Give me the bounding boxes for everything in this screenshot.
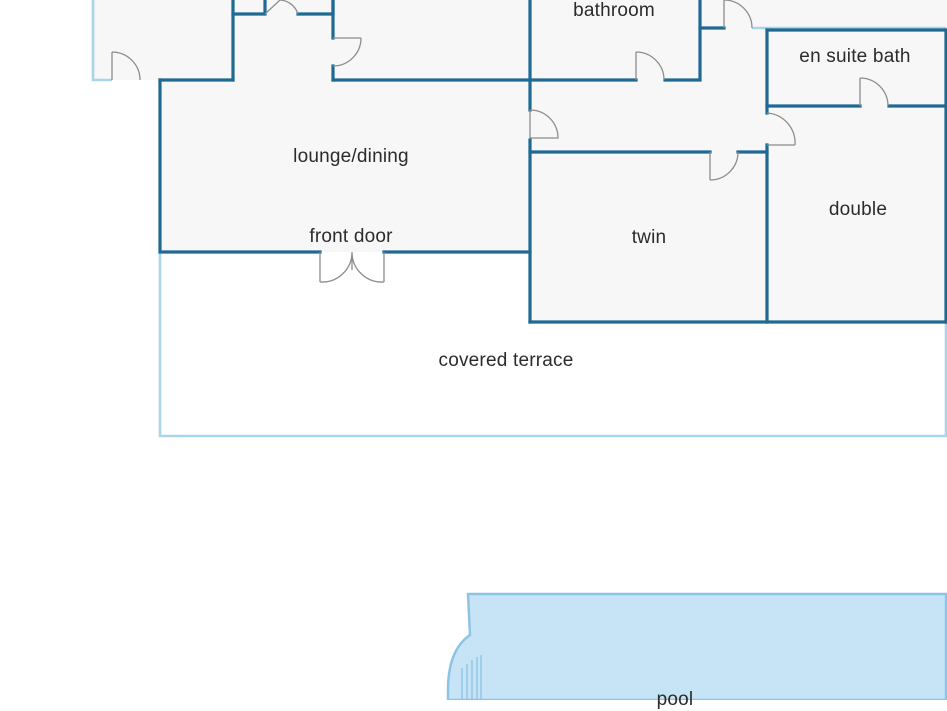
room-label-double: double (828, 199, 888, 220)
terrace-outline (158, 252, 947, 438)
room-label-lounge-dining: lounge/dining (293, 146, 409, 167)
label-front-door: front door (309, 226, 393, 247)
area-label-covered-terrace: covered terrace (438, 350, 574, 371)
room-fills (93, 0, 947, 322)
room-label-en-suite-bath: en suite bath (799, 46, 911, 67)
room-label-bathroom: bathroom (573, 0, 655, 21)
entry-outline (91, 0, 112, 82)
doors (111, 0, 889, 283)
area-label-pool: pool (656, 689, 694, 710)
room-label-twin: twin (631, 227, 667, 248)
pool (446, 592, 947, 700)
pool-steps (461, 655, 482, 700)
